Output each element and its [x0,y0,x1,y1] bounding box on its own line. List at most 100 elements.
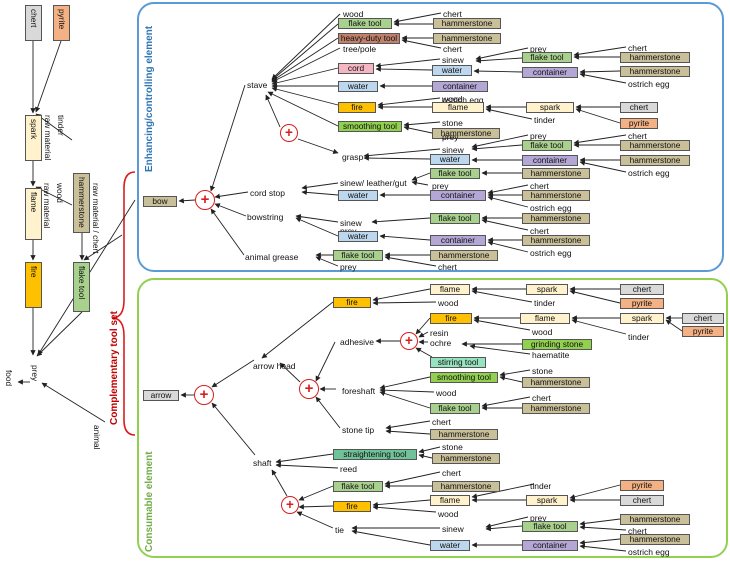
left-prey-label: prey [30,365,40,382]
left-raw-material-wood: raw material [42,183,52,229]
connector-arrow [403,125,433,134]
node-label: sinew [442,55,464,65]
connector-arrow [411,180,429,186]
left-hammerstone [73,173,90,233]
connector-arrow [315,256,339,267]
connector-arrow [211,359,255,388]
node-box: hammerstone [620,66,690,77]
plus-icon: + [299,379,319,399]
node-box: flake tool [333,481,383,492]
connector-arrow [575,107,621,124]
node-label: tinder [534,298,556,308]
node-label: wood [438,298,459,308]
node-box: container [430,235,486,246]
bow-box: bow [143,196,177,207]
shaft-label: shaft [253,458,272,468]
bowstring-label: bowstring [247,212,284,222]
node-label: ostrich egg [628,547,670,557]
node-label: prey [530,131,547,141]
node-box: container [430,190,486,201]
node-label: wood [436,388,457,398]
left-raw-material-tinder: raw material [43,115,53,161]
connector-arrow [401,38,442,49]
tie-label: tie [335,525,344,535]
node-box: flake tool [522,52,572,63]
connector-arrow [214,191,249,199]
connector-arrow [271,67,339,86]
connector-arrow [379,390,431,409]
node-box: pyrite [682,326,724,337]
node-label: stone [442,118,463,128]
node-box: hammerstone [522,377,590,388]
connector-arrow [209,84,246,192]
left-flame-label: flame [28,192,39,213]
node-box: water [338,190,378,201]
connector-arrow [301,182,339,191]
connector-arrow [372,504,437,513]
node-label: chert [530,226,549,236]
node-label: chert [532,393,551,403]
stone-tip-label: stone tip [342,425,375,435]
connector-arrow [403,121,441,128]
node-box: hammerstone [620,155,690,166]
connector-arrow [371,217,431,225]
node-box: chert [620,102,658,113]
node-box: spark [526,284,568,295]
node-label: prey [530,513,547,523]
connector-arrow [418,453,433,459]
node-label: tinder [530,481,552,491]
node-label: wood [532,327,553,337]
node-label: sinew [340,218,362,228]
node-label: chert [443,9,462,19]
node-box: hammerstone [522,235,590,246]
node-box: straightening tool [333,449,417,460]
node-box: spark [526,102,574,113]
node-box: hammerstone [430,429,498,440]
node-box: cord [338,63,374,74]
connector-arrow [481,218,529,231]
left-chert-label: chert [28,9,39,28]
node-label: haematite [532,350,570,360]
connector-arrow [375,58,441,69]
node-box: hammerstone [432,481,500,492]
left-chert [25,5,42,41]
connector-arrow [298,504,334,510]
node-label: chert [628,43,647,53]
node-box: water [430,154,470,165]
node-label: resin [430,328,449,338]
node-box: flake tool [430,168,480,179]
node-box: flame [520,313,570,324]
left-tinder-label: tinder [56,115,66,136]
node-label: prey [530,44,547,54]
node-box: flame [432,102,484,113]
node-box: hammerstone [433,33,501,44]
node-box: chert [620,495,664,506]
connector-arrow [35,40,62,113]
connector-arrow [297,138,339,154]
connector-arrow [211,402,256,456]
node-box: hammerstone [620,514,690,525]
connector-arrow [471,483,535,499]
connector-arrow [418,331,429,338]
connector-arrow [469,343,531,355]
connector-arrow [485,107,533,120]
connector-arrow [363,155,431,161]
connector-arrow [178,198,196,204]
node-box: grinding stone [522,339,592,350]
connector-arrow [315,396,341,429]
left-pyrite-label: pyrite [56,9,67,30]
node-box: flake tool [430,213,480,224]
node-label: ostrich egg [628,168,670,178]
connector-arrow [475,57,523,64]
enhancing-section-title: Enhancing/controlling element [144,25,155,172]
connector-arrow [265,94,281,128]
connector-arrow [35,113,73,141]
node-label: wood [438,509,459,519]
node-label: ostrich egg [530,248,572,258]
node-label: reed [340,464,358,474]
node-box: water [432,65,472,76]
node-box: flame [430,495,470,506]
connector-arrow [485,525,523,532]
node-box: stirring tool [430,357,486,368]
